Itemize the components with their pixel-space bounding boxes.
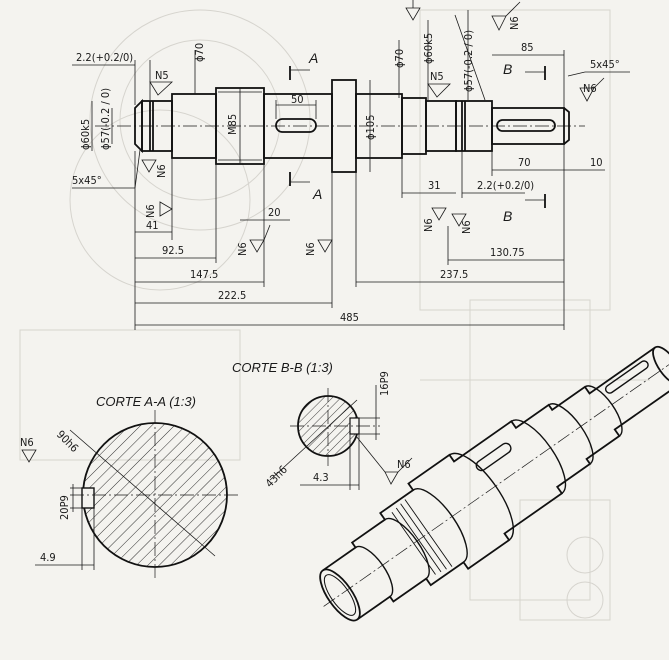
dim-key-a-width: 20P9 (58, 495, 71, 520)
surface-mark-n6-left-low: N6 (155, 164, 168, 178)
dim-len485: 485 (340, 311, 359, 324)
dim-key-a-dia: 90h6 (54, 428, 81, 455)
surface-mark-n6-section-a: N6 (20, 436, 34, 449)
dim-chamfer-left: 5x45° (72, 174, 102, 187)
dim-m85: M85 (226, 114, 239, 135)
dim-d70-left: ϕ70 (193, 43, 206, 62)
dim-key-b-dia: 43h6 (263, 463, 290, 490)
dim-tolerance-right: 2.2(+0.2/0) (477, 179, 534, 192)
dim-d60k5-left: ϕ60k5 (79, 119, 92, 150)
dim-chamfer-right: 5x45° (590, 58, 620, 71)
surface-mark-n6-left-low2: N6 (144, 204, 157, 218)
dim-key-b-width: 16P9 (378, 371, 391, 396)
dim-len92-5: 92.5 (162, 244, 184, 257)
section-aa-title: CORTE A-A (1:3) (96, 394, 196, 409)
dim-len10: 10 (590, 156, 603, 169)
surface-mark-n6-mid2: N6 (304, 242, 317, 256)
section-b-b: CORTE B-B (1:3) 16P9 43h6 4.3 N6 (232, 360, 413, 490)
dim-len130-75: 130.75 (490, 246, 525, 259)
dim-len147-5: 147.5 (190, 268, 218, 281)
dim-tolerance-left: 2.2(+0.2/0) (76, 51, 133, 64)
dim-d57-right: ϕ57(-0.2 / 0) (462, 30, 475, 92)
cut-label-b-bottom: B (503, 208, 512, 224)
surface-mark-n6-right-low2: N6 (460, 220, 473, 234)
surface-mark-n6-mid1: N6 (236, 242, 249, 256)
shaft-dimensions: 2.2(+0.2/0) N5 ϕ70 M85 50 ϕ105 ϕ70 ϕ60k5… (72, 0, 630, 330)
surface-mark-n5-right: N5 (430, 70, 444, 83)
dim-len70: 70 (518, 156, 531, 169)
dim-d105: ϕ105 (364, 115, 377, 140)
dim-d57-left: ϕ57(-0.2 / 0) (99, 88, 112, 150)
surface-mark-n6-right: N6 (583, 82, 597, 95)
cut-label-b-top: B (503, 61, 512, 77)
isometric-shaft-view (319, 345, 669, 622)
dim-len85: 85 (521, 41, 534, 54)
surface-mark-n6-section-b: N6 (397, 458, 411, 471)
dim-len31: 31 (428, 179, 441, 192)
cut-label-a-top: A (308, 50, 318, 66)
section-a-a: CORTE A-A (1:3) 90h6 N6 20P9 4.9 (20, 394, 240, 580)
dim-len50: 50 (291, 93, 304, 106)
surface-mark-n6-top: N6 (508, 16, 521, 30)
dim-len41: 41 (146, 219, 159, 232)
dim-d60k5-right: ϕ60k5 (422, 33, 435, 64)
surface-mark-n6-right-low1: N6 (422, 218, 435, 232)
dim-len237-5: 237.5 (440, 268, 468, 281)
surface-mark-n5-left: N5 (155, 69, 169, 82)
dim-len20: 20 (268, 206, 281, 219)
shaft-front-view (95, 79, 585, 173)
section-bb-title: CORTE B-B (1:3) (232, 360, 333, 375)
dim-len222-5: 222.5 (218, 289, 246, 302)
dim-key-b-depth: 4.3 (313, 471, 329, 484)
section-cut-markers: A A B B (289, 50, 546, 224)
cut-label-a-bottom: A (312, 186, 322, 202)
dim-key-a-depth: 4.9 (40, 551, 56, 564)
dim-d70-right: ϕ70 (393, 49, 406, 68)
